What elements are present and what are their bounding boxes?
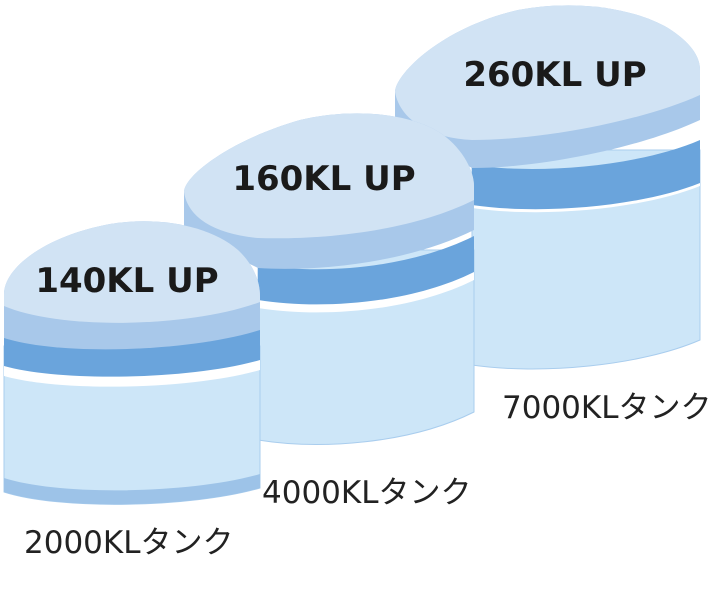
tank-upgrade-label: 160KL UP <box>232 159 415 199</box>
tank-lid-top <box>184 113 474 239</box>
tank-base-shadow <box>4 474 260 505</box>
tank-lid-top <box>4 221 260 323</box>
tank-capacity-label-7000kl: 7000KLタンク <box>502 390 712 426</box>
tank-4000kl: 160KL UP <box>184 113 475 445</box>
tank-upgrade-label: 140KL UP <box>35 261 218 301</box>
tank-capacity-label-2000kl: 2000KLタンク <box>24 525 234 561</box>
tank-2000kl: 140KL UP <box>3 221 261 505</box>
tank-upgrade-label: 260KL UP <box>463 55 646 95</box>
tank-band-dark <box>258 236 474 305</box>
tank-capacity-label-4000kl: 4000KLタンク <box>262 475 472 511</box>
tank-7000kl: 260KL UP <box>395 5 701 370</box>
tank-band-white <box>4 354 260 387</box>
tank-lid-top <box>395 5 700 140</box>
tank-band-dark <box>472 140 700 210</box>
